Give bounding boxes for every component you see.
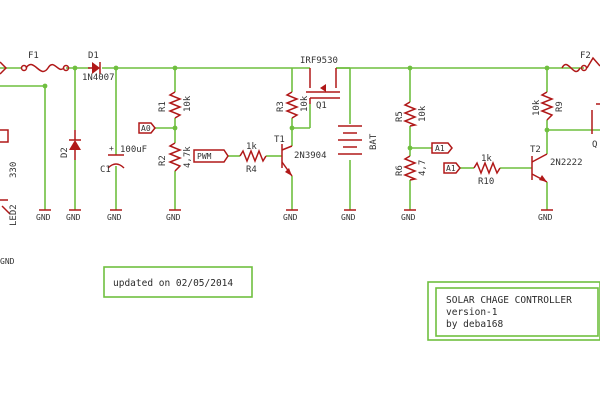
svg-text:GND: GND [66, 213, 81, 222]
r5-name: R5 [395, 111, 405, 122]
svg-text:GND: GND [341, 213, 356, 222]
resistor-r5: R5 10k [395, 101, 428, 127]
input-terminal [0, 61, 8, 75]
r9-name: R9 [555, 101, 565, 112]
port-a1-right: A1 [431, 142, 453, 154]
port-a0: A0 [138, 122, 156, 134]
updated-text: updated on 02/05/2014 [113, 278, 233, 289]
title-line-3: by deba168 [446, 319, 503, 330]
r5-value: 10k [418, 105, 428, 122]
c1-value: 100uF [120, 145, 147, 155]
port-pwm: PWM [193, 149, 229, 163]
junction-dots [42, 65, 550, 151]
svg-text:GND: GND [0, 257, 15, 266]
transistor-t2: T2 2N2222 [530, 145, 583, 183]
resistor-r1: R1 10k [158, 91, 193, 119]
gnd-5: GND [283, 209, 298, 222]
port-a1-left: A1 [443, 162, 461, 174]
title-line-2: version-1 [446, 307, 498, 318]
updated-note: updated on 02/05/2014 [103, 266, 253, 298]
d1-name: D1 [88, 51, 99, 61]
a0-label: A0 [141, 124, 151, 133]
q1-name: Q1 [316, 101, 327, 111]
gnd-3: GND [107, 209, 122, 222]
fuse-f2: F2 [561, 51, 600, 73]
r4-name: R4 [246, 165, 257, 175]
ground-symbols: GND GND GND GND GND GND GND GND [0, 209, 553, 266]
r6-value: 4,7 [418, 160, 428, 176]
r4-value: 1k [246, 142, 257, 152]
wires [0, 67, 600, 210]
title-block: SOLAR CHAGE CONTROLLER version-1 by deba… [427, 281, 600, 341]
gnd-7: GND [401, 209, 416, 222]
resistor-r6: R6 4,7 [395, 155, 428, 181]
gnd-1: GND [36, 209, 51, 222]
battery-bat: BAT [338, 125, 379, 155]
capacitor-c1: + 100uF C1 [100, 144, 147, 175]
r9-value: 10k [532, 99, 542, 116]
r10-name: R10 [478, 177, 494, 187]
resistor-r2: R2 4,7k [158, 142, 193, 172]
fuse-f1: F1 [20, 51, 70, 73]
c1-name: C1 [100, 165, 111, 175]
r3-value: 10k [300, 95, 310, 112]
resistor-r3: R3 10k [276, 91, 310, 119]
svg-text:GND: GND [283, 213, 298, 222]
svg-text:+: + [109, 144, 114, 153]
t1-value: 2N3904 [294, 151, 327, 161]
r1-name: R1 [158, 101, 168, 112]
f1-name: F1 [28, 51, 39, 61]
bat-name: BAT [369, 133, 379, 150]
svg-text:GND: GND [538, 213, 553, 222]
q1-value: IRF9530 [300, 56, 338, 66]
diode-d1: D1 1N4007 [82, 51, 115, 83]
transistor-t1: T1 2N3904 [274, 135, 327, 177]
r10-value: 1k [481, 154, 492, 164]
gnd-6: GND [341, 209, 356, 222]
resistor-r4: 1k R4 [239, 142, 267, 175]
led2-value: 330 [9, 162, 19, 178]
d1-value: 1N4007 [82, 73, 115, 83]
svg-text:GND: GND [401, 213, 416, 222]
svg-text:GND: GND [166, 213, 181, 222]
t2-name: T2 [530, 145, 541, 155]
r2-name: R2 [158, 155, 168, 166]
a1-label-left: A1 [446, 164, 456, 173]
gnd-9: GND [0, 257, 15, 266]
f2-name: F2 [580, 51, 591, 61]
r1-value: 10k [183, 95, 193, 112]
gnd-8: GND [538, 209, 553, 222]
r6-name: R6 [395, 165, 405, 176]
led2-fragment: 330 LED2 [0, 129, 19, 226]
mosfet-q1: IRF9530 Q1 [300, 56, 340, 111]
r2-value: 4,7k [183, 146, 193, 168]
diode-d2: D2 [60, 130, 81, 160]
r3-name: R3 [276, 101, 286, 112]
gnd-4: GND [166, 209, 181, 222]
t2-value: 2N2222 [550, 158, 583, 168]
resistor-r10: 1k R10 [473, 154, 501, 187]
title-line-1: SOLAR CHAGE CONTROLLER [446, 295, 572, 306]
transistor-q-right: Q [591, 103, 600, 150]
svg-text:GND: GND [107, 213, 122, 222]
a1-label-right: A1 [435, 144, 445, 153]
q-right-name: Q [592, 140, 597, 150]
gnd-2: GND [66, 209, 81, 222]
resistor-r9: 10k R9 [532, 91, 565, 121]
t1-name: T1 [274, 135, 285, 145]
led2-name: LED2 [9, 204, 19, 226]
pwm-label: PWM [197, 152, 212, 161]
d2-name: D2 [60, 147, 70, 158]
svg-text:GND: GND [36, 213, 51, 222]
